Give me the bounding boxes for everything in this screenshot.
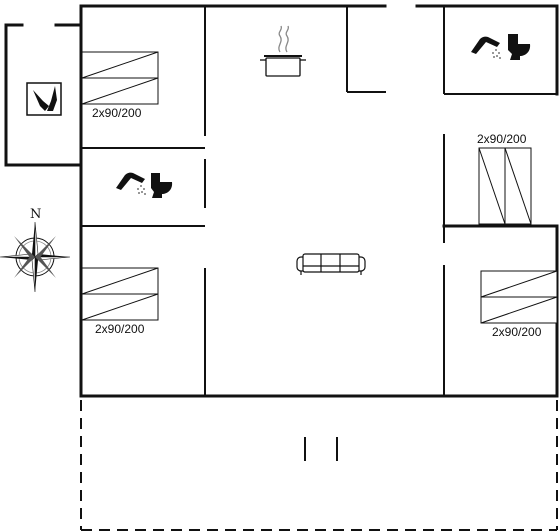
outer-walls xyxy=(79,4,559,398)
bed-double-1 xyxy=(81,51,159,105)
terrace-marks xyxy=(304,437,338,461)
compass-north-label: N xyxy=(30,207,41,222)
terrace-outline xyxy=(80,400,558,531)
bed-double-2 xyxy=(81,267,159,321)
shower-toilet-icon xyxy=(471,34,531,60)
bed-label-bedroom-2: 2x90/200 xyxy=(95,322,145,336)
cooking-pot-icon xyxy=(260,25,306,77)
compass-rose: N xyxy=(0,207,71,293)
utility-tools-icon xyxy=(26,82,62,116)
bed-label-bedroom-1: 2x90/200 xyxy=(92,106,142,120)
bed-label-bedroom-4: 2x90/200 xyxy=(492,325,542,339)
sofa-icon xyxy=(296,253,366,275)
annex-walls xyxy=(4,23,83,167)
bed-double-3 xyxy=(478,147,532,225)
bed-double-4 xyxy=(480,270,558,324)
shower-toilet-icon xyxy=(116,172,173,198)
bed-label-bedroom-3: 2x90/200 xyxy=(477,132,527,146)
interior-walls xyxy=(81,6,557,396)
